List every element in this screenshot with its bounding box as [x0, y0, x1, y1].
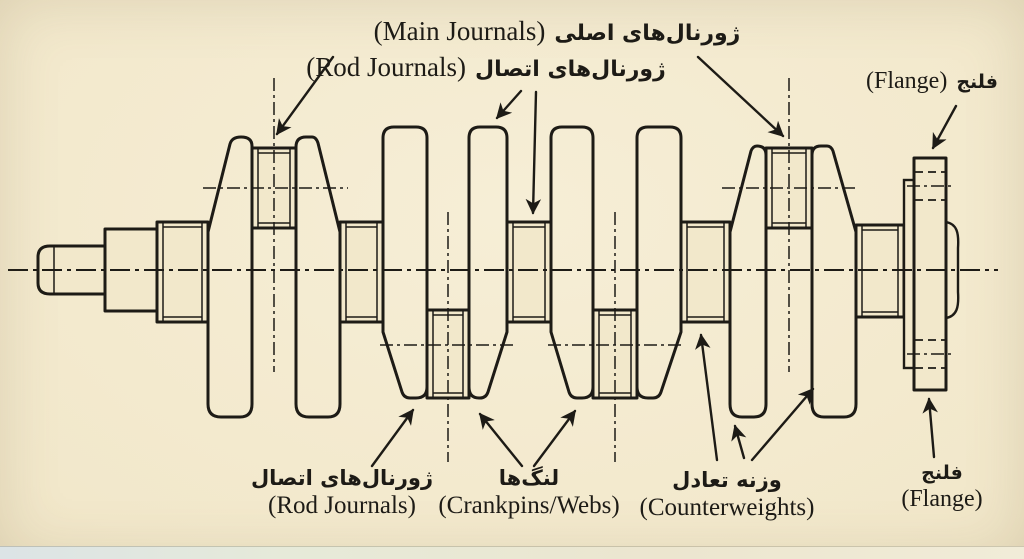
web-1	[206, 135, 254, 419]
crank-webs	[206, 125, 858, 419]
label-main-journals: (Main Journals) ژورنال‌های اصلی	[374, 16, 741, 47]
arrow-counterweight-1	[695, 333, 719, 462]
label-main-journals-en: (Main Journals)	[373, 16, 546, 46]
arrow-flange-top	[931, 104, 958, 150]
centerlines	[8, 78, 998, 462]
arrow-counterweight-3	[750, 387, 815, 462]
label-rod-journals-bottom-fa: ژورنال‌های اتصال	[250, 466, 434, 490]
web-3	[381, 125, 429, 400]
label-flange-top-en: (Flange)	[866, 68, 948, 94]
label-rod-journals-top-en: (Rod Journals)	[306, 52, 466, 82]
main-journal-4	[679, 220, 732, 324]
label-crankpins-en: (Crankpins/Webs)	[438, 492, 620, 520]
label-counterweights-fa: وزنه تعادل	[672, 468, 782, 492]
label-rod-journals-bottom: ژورنال‌های اتصال (Rod Journals)	[251, 466, 433, 521]
main-journal-2	[338, 220, 385, 324]
label-main-journals-fa: ژورنال‌های اصلی	[554, 21, 741, 46]
label-counterweights: وزنه تعادل (Counterweights)	[640, 468, 815, 523]
web-7	[728, 144, 768, 419]
web-4	[467, 125, 509, 400]
arrow-rod-journal-bottom	[370, 408, 415, 468]
label-flange-top: (Flange) فلنج	[866, 68, 998, 95]
label-crankpins: لنگ‌ها (Crankpins/Webs)	[438, 466, 619, 521]
label-flange-top-fa: فلنج	[956, 71, 998, 93]
annotation-arrows	[275, 55, 958, 468]
arrow-crankpin-left	[478, 412, 524, 468]
label-crankpins-fa: لنگ‌ها	[498, 466, 560, 490]
label-flange-bottom-en: (Flange)	[901, 485, 983, 512]
arrow-rod-journal-left	[275, 55, 335, 136]
flange-plate	[912, 156, 948, 392]
arrow-rod-journal-mid	[495, 89, 523, 120]
arrow-crankpin-right	[532, 409, 577, 468]
arrow-rod-journal-right	[696, 55, 785, 138]
arrow-flange-bottom	[922, 397, 938, 459]
main-journals	[155, 220, 906, 324]
arrow-counterweight-2	[731, 424, 747, 460]
web-5	[549, 125, 595, 400]
web-8	[810, 144, 858, 419]
main-journal-3	[505, 220, 553, 324]
flange	[902, 156, 960, 392]
main-journal-1	[155, 220, 210, 324]
paper-edge	[0, 546, 1024, 559]
arrow-main-journal	[525, 90, 542, 215]
web-2	[294, 135, 342, 419]
label-rod-journals-bottom-en: (Rod Journals)	[268, 492, 416, 520]
label-flange-bottom: فلنج (Flange)	[901, 462, 982, 514]
web-6	[635, 125, 683, 400]
label-counterweights-en: (Counterweights)	[639, 494, 815, 522]
label-rod-journals-top: (Rod Journals) ژورنال‌های اتصال	[306, 52, 666, 83]
label-flange-bottom-fa: فلنج	[921, 462, 963, 484]
label-rod-journals-top-fa: ژورنال‌های اتصال	[474, 57, 666, 82]
